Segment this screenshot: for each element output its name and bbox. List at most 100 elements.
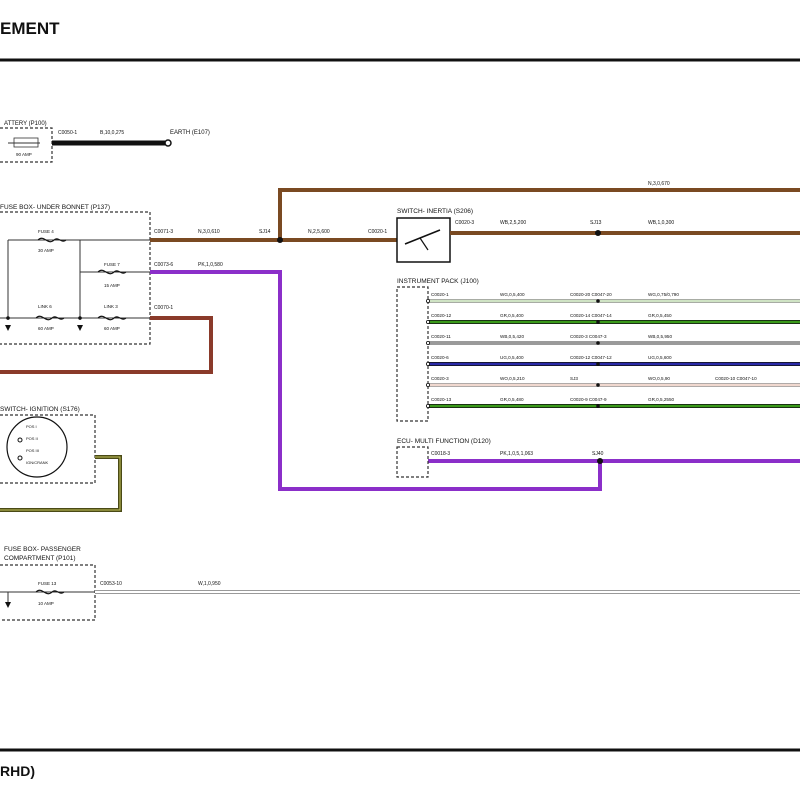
battery-inner-label: 90 AMP xyxy=(16,152,32,157)
fusebox-under-box xyxy=(0,211,151,345)
pass-wire-label: W,1,0,950 xyxy=(198,581,221,587)
wire-n3-label: N,3,0,610 xyxy=(198,229,220,235)
junction-dot-fuse xyxy=(6,316,10,320)
ipack-pin xyxy=(425,298,430,303)
pass-connector-label: C0053-10 xyxy=(100,581,122,587)
ipack-row-label: C0020-3 C0047-3 xyxy=(570,334,607,339)
ecu-connector-label: C0018-3 xyxy=(431,451,450,457)
fusebox-under-label: FUSE BOX- UNDER BONNET (P137) xyxy=(0,204,110,211)
instrument-pack-label: INSTRUMENT PACK (J100) xyxy=(397,278,479,285)
ipack-row-label: C0020-13 xyxy=(431,397,452,402)
ipack-splice xyxy=(596,299,600,303)
fuse13-name: FUSE 13 xyxy=(38,581,57,586)
conn-c0020-label: C0020-1 xyxy=(368,229,387,235)
ipack-row-label: GR,0,5,480 xyxy=(500,397,524,402)
ipack-row-label: C0020-3 xyxy=(431,376,449,381)
battery-cell xyxy=(13,137,39,148)
wire-pk1-label: PK,1,0,580 xyxy=(198,262,223,268)
ipack-pin xyxy=(425,361,430,366)
splice-sj13-label: SJ13 xyxy=(590,220,602,226)
ipack-row-label: C0020-10 C0047-10 xyxy=(715,376,757,381)
ipack-row-label: WG,0,5,400 xyxy=(500,292,525,297)
ipack-row-label: C0020-9 C0047-9 xyxy=(570,397,607,402)
wire-wb1-label: WB,1,0,300 xyxy=(648,220,674,226)
ipack-row-label: WO,0,5,210 xyxy=(500,376,525,381)
ipack-row-label: WG,0,75/0,790 xyxy=(648,292,679,297)
ipack-row-label: UG,0,5,400 xyxy=(500,355,524,360)
fuse4-name: FUSE 4 xyxy=(38,229,54,234)
fuse7-symbol xyxy=(97,269,127,275)
ipack-row-label: WB,0,5,420 xyxy=(500,334,524,339)
ign-pos-1: POS I xyxy=(26,424,37,429)
splice-sj13 xyxy=(595,230,601,236)
ign-contact-1 xyxy=(17,437,23,443)
ipack-row-label: C0020-1 xyxy=(431,292,449,297)
ipack-pin xyxy=(425,340,430,345)
splice-sj14 xyxy=(277,237,283,243)
ipack-splice xyxy=(596,383,600,387)
olive-wire-inner xyxy=(0,456,121,511)
ipack-row-label: C0020-6 xyxy=(431,355,449,360)
ipack-row-label: UG,0,5,600 xyxy=(648,355,672,360)
link3-symbol xyxy=(97,315,127,321)
fuse7-rating: 15 AMP xyxy=(104,283,120,288)
ground-arrow-3 xyxy=(5,602,11,608)
fuse13-symbol xyxy=(35,589,65,595)
ipack-pin xyxy=(425,403,430,408)
ipack-row-label: C0020-12 xyxy=(431,313,452,318)
ipack-pin xyxy=(425,319,430,324)
fusebox-passenger-label-1: FUSE BOX- PASSENGER xyxy=(4,546,81,553)
instrument-pack-box xyxy=(396,286,429,422)
splice-sj14-label: SJ14 xyxy=(259,229,271,235)
conn-c0020-3-label: C0020-3 xyxy=(455,220,474,226)
ipack-splice xyxy=(596,404,600,408)
battery-wire-label: B,10,0,275 xyxy=(100,130,124,136)
link6-symbol xyxy=(35,315,65,321)
ipack-row-label: C0020-11 xyxy=(431,334,451,339)
wire-n25-label: N,2,5,600 xyxy=(308,229,330,235)
ipack-row-label: GR,0,5,400 xyxy=(500,313,524,318)
ecu-box xyxy=(396,446,429,478)
link3-rating: 60 AMP xyxy=(104,326,120,331)
ecu-label: ECU- MULTI FUNCTION (D120) xyxy=(397,438,491,445)
switch-inertia-box xyxy=(396,217,451,263)
fuse4-symbol xyxy=(37,237,67,243)
switch-inertia-label: SWITCH- INERTIA (S206) xyxy=(397,208,473,215)
junction-dot-fuse2 xyxy=(78,316,82,320)
wire-top-long-label: N,3,0,670 xyxy=(648,181,670,187)
ground-arrow-2 xyxy=(77,325,83,331)
battery-label: ATTERY (P100) xyxy=(4,121,47,127)
ign-pos-3: POS III xyxy=(26,448,39,453)
page-title: EMENT xyxy=(0,19,60,38)
inertia-stem xyxy=(419,237,429,251)
ipack-row-label: SJ3 xyxy=(570,376,578,381)
fuse4-rating: 30 AMP xyxy=(38,248,54,253)
ground-arrow-1 xyxy=(5,325,11,331)
ipack-row-label: GR,0,5,2550 xyxy=(648,397,674,402)
link3-name: LINK 3 xyxy=(104,304,118,309)
conn-c0073-label: C0073-6 xyxy=(154,262,173,268)
ipack-row-label: WB,0,5,950 xyxy=(648,334,672,339)
brown-wire-top xyxy=(278,188,800,240)
ipack-row-label: WO,0,5,90 xyxy=(648,376,670,381)
ign-contact-2 xyxy=(17,455,23,461)
redbrown-wire xyxy=(0,316,213,374)
link6-rating: 60 AMP xyxy=(38,326,54,331)
ign-pos-2: POS II xyxy=(26,436,38,441)
purple-wire xyxy=(150,270,800,491)
earth-terminal xyxy=(164,139,172,147)
page-footer: RHD) xyxy=(0,763,35,779)
battery-connector-label: C0050-1 xyxy=(58,130,77,136)
ipack-pin xyxy=(425,382,430,387)
conn-c0071-label: C0071-3 xyxy=(154,229,173,235)
earth-label: EARTH (E107) xyxy=(170,130,210,136)
fuse13-rating: 10 AMP xyxy=(38,601,54,606)
wire-wb25-label: WB,2,5,200 xyxy=(500,220,526,226)
fuse7-name: FUSE 7 xyxy=(104,262,120,267)
ipack-splice xyxy=(596,341,600,345)
splice-sj40-label: SJ40 xyxy=(592,451,604,457)
link6-name: LINK 6 xyxy=(38,304,52,309)
fusebox-passenger-label-2: COMPARTMENT (P101) xyxy=(4,555,76,562)
